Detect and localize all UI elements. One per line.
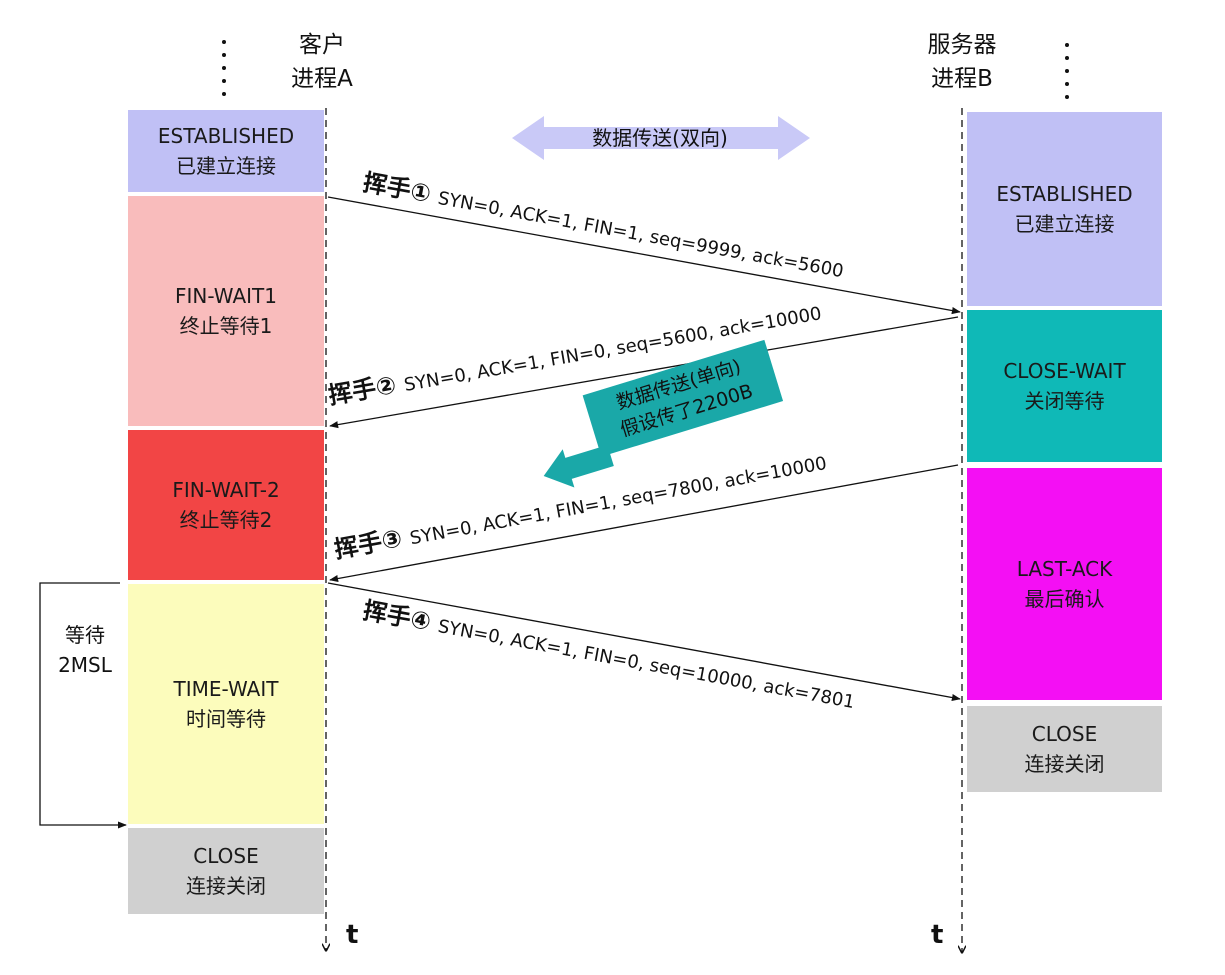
state-en: ESTABLISHED (157, 124, 295, 148)
client-process: 进程A (291, 66, 353, 92)
client-state-fin-wait-2: FIN-WAIT-2 终止等待2 (128, 430, 324, 580)
wave-1-arrow (327, 196, 961, 315)
state-zh: 已建立连接 (1014, 212, 1115, 236)
client-name: 客户 (299, 32, 345, 58)
client-state-close: CLOSE 连接关闭 (128, 828, 324, 914)
state-zh: 已建立连接 (176, 154, 276, 178)
state-en: ESTABLISHED (996, 182, 1133, 206)
client-process-label: 客户 进程A (262, 28, 382, 96)
wait-2msl-label: 等待 2MSL (48, 620, 122, 680)
state-en: CLOSE (1031, 722, 1098, 746)
state-zh: 关闭等待 (1024, 389, 1105, 413)
client-state-established: ESTABLISHED 已建立连接 (128, 110, 324, 192)
server-state-established: ESTABLISHED 已建立连接 (967, 112, 1162, 306)
state-en: FIN-WAIT-2 (172, 478, 280, 502)
wave-2-arrow (329, 316, 959, 429)
client-ellipsis-top (222, 40, 226, 96)
state-en: CLOSE (193, 844, 259, 868)
wave-3-arrow (329, 464, 959, 583)
state-zh: 时间等待 (186, 707, 266, 731)
client-state-time-wait: TIME-WAIT 时间等待 (128, 584, 324, 824)
wait-line-1: 等待 (65, 623, 105, 647)
state-zh: 连接关闭 (1024, 752, 1105, 776)
state-zh: 连接关闭 (186, 874, 266, 898)
state-en: CLOSE-WAIT (1003, 359, 1126, 383)
server-state-last-ack: LAST-ACK 最后确认 (967, 468, 1162, 700)
state-en: TIME-WAIT (173, 677, 279, 701)
server-process-label: 服务器 进程B (902, 28, 1022, 96)
state-en: LAST-ACK (1016, 557, 1113, 581)
bidirectional-transfer-label: 数据传送(双向) (592, 126, 728, 150)
wait-2msl-bracket (39, 582, 127, 829)
client-time-axis-label: t (346, 920, 359, 950)
bidirectional-transfer-arrow (512, 116, 810, 160)
wait-line-2: 2MSL (58, 653, 112, 677)
state-en: FIN-WAIT1 (175, 284, 277, 308)
state-zh: 最后确认 (1024, 587, 1105, 611)
state-zh: 终止等待2 (179, 508, 273, 532)
server-state-close: CLOSE 连接关闭 (967, 706, 1162, 792)
server-ellipsis-top (1065, 43, 1069, 99)
wave-4-arrow (327, 582, 961, 702)
state-zh: 终止等待1 (179, 314, 273, 338)
server-state-close-wait: CLOSE-WAIT 关闭等待 (967, 310, 1162, 462)
unidirectional-transfer-arrow (543, 445, 614, 488)
server-name: 服务器 (927, 32, 997, 58)
client-state-fin-wait-1: FIN-WAIT1 终止等待1 (128, 196, 324, 426)
server-time-axis-label: t (931, 920, 944, 950)
server-process: 进程B (931, 66, 993, 92)
